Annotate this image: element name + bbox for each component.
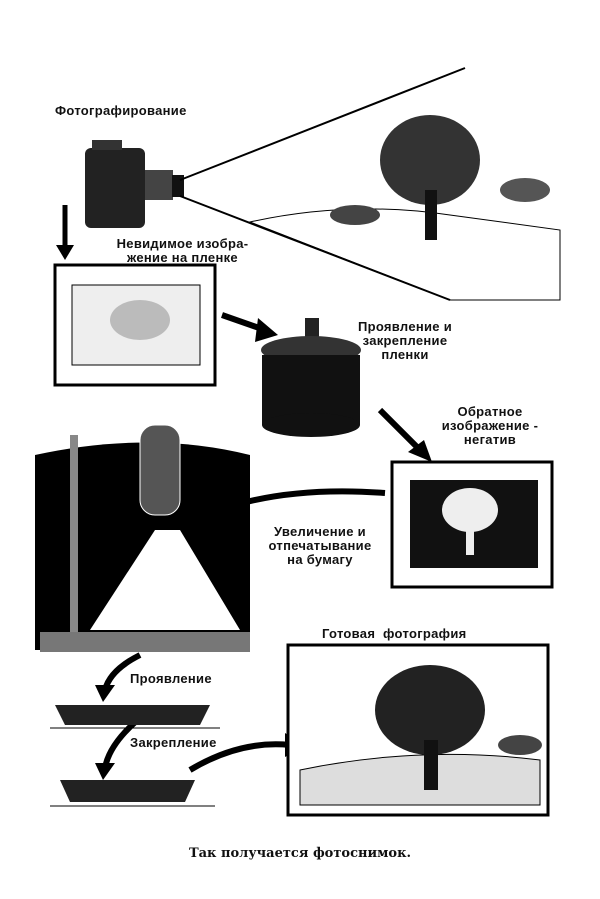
label-negative: Обратное изображение - негатив xyxy=(441,404,539,447)
label-photographing: Фотографирование xyxy=(55,103,187,118)
developing-tank-icon xyxy=(261,318,361,437)
film-negative-icon xyxy=(390,460,554,589)
fixer-tray-icon xyxy=(50,780,215,807)
camera-icon xyxy=(85,140,184,228)
film-latent-icon xyxy=(53,263,217,387)
figure-caption: Так получается фотоснимок. xyxy=(188,846,412,861)
label-fixing: Закрепление xyxy=(130,735,217,750)
finished-photo-icon xyxy=(286,643,550,817)
landscape-tree-icon xyxy=(248,115,561,301)
label-developing: Проявление xyxy=(130,671,212,686)
developer-tray-icon xyxy=(50,705,220,729)
enlarger-icon xyxy=(35,424,250,652)
label-enlarging: Увеличение и отпечатывание на бумагу xyxy=(268,524,372,567)
label-film-development: Проявление и закрепление пленки xyxy=(357,319,453,362)
label-finished-photo: Готовая фотография xyxy=(322,626,467,641)
label-latent-image: Невидимое изобра- жение на пленке xyxy=(116,236,249,265)
